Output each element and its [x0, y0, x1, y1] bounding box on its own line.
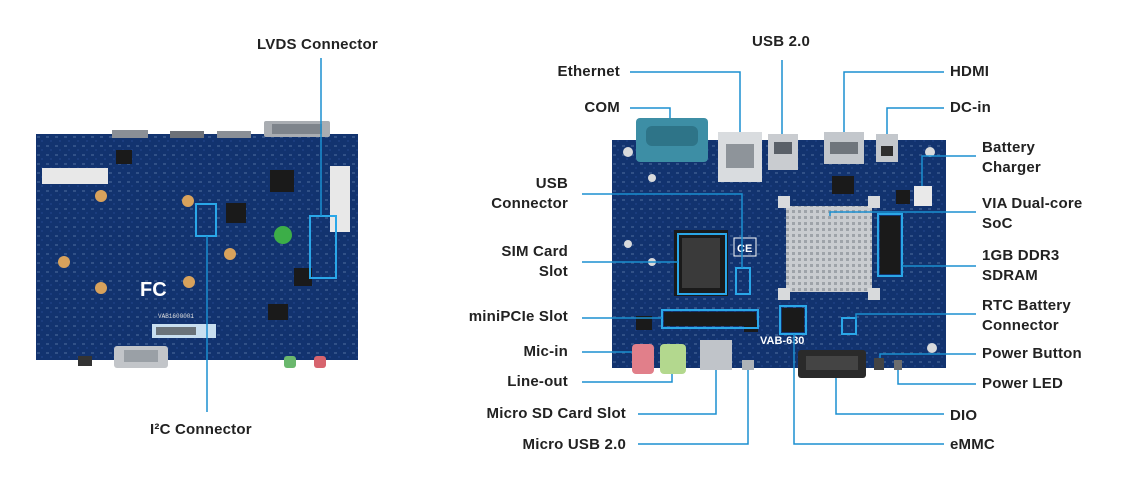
back-board [36, 121, 358, 368]
label-mic-in: Mic-in [523, 343, 568, 360]
highlight-ddr3 [877, 213, 903, 277]
back-sticker [42, 168, 108, 184]
leader-ethernet [630, 71, 741, 132]
ddr3-chips [880, 216, 900, 274]
label-ethernet: Ethernet [557, 63, 620, 80]
leader-power-button [879, 353, 976, 358]
leader-emmc [793, 334, 944, 445]
leader-dc-in [886, 107, 944, 134]
label-power-button: Power Button [982, 345, 1082, 362]
leader-com [630, 107, 671, 118]
power-led [894, 360, 902, 370]
back-top-connector-1 [112, 130, 148, 138]
label-usb-connector-2: Connector [491, 195, 568, 212]
highlight-sim [677, 233, 727, 295]
label-lvds-connector: LVDS Connector [257, 36, 378, 53]
highlight-usb-connector [735, 267, 751, 295]
leader-soc [829, 211, 976, 216]
leader-usb-connector [582, 193, 743, 268]
highlight-rtc [841, 317, 857, 335]
label-battery-charger-1: Battery [982, 139, 1036, 156]
label-ddr3-1: 1GB DDR3 [982, 247, 1060, 264]
back-chip-3 [294, 268, 312, 286]
power-button [874, 358, 884, 370]
front-model-silk: VAB-630 [760, 335, 804, 347]
highlight-minipcie [661, 309, 759, 329]
label-emmc: eMMC [950, 436, 995, 453]
label-sim-2: Slot [538, 263, 568, 280]
micro-usb-port [742, 360, 754, 370]
label-sim-1: SIM Card [501, 243, 568, 260]
back-top-connector-3 [217, 131, 251, 138]
label-usb20: USB 2.0 [752, 33, 811, 50]
label-dio: DIO [950, 407, 978, 424]
micro-sd-slot [700, 340, 732, 370]
label-micro-usb: Micro USB 2.0 [522, 436, 626, 453]
back-fcc-mark: FC [140, 279, 167, 301]
leader-power-led [897, 370, 976, 385]
back-chip-2 [270, 170, 294, 192]
leader-rtc [855, 313, 976, 320]
leader-battery-charger [921, 155, 976, 186]
label-ddr3-2: SDRAM [982, 267, 1038, 284]
back-green-sticker [274, 226, 292, 244]
label-i2c-connector: I²C Connector [150, 421, 252, 438]
label-soc-2: SoC [982, 215, 1013, 232]
back-top-connector-2 [170, 131, 204, 138]
highlight-lvds [309, 215, 337, 279]
mic-in-jack [632, 344, 654, 374]
label-micro-sd: Micro SD Card Slot [486, 405, 626, 422]
label-soc-1: VIA Dual-core [982, 195, 1083, 212]
back-bottom-code: VAB1600001 [158, 313, 194, 320]
back-side-sticker [330, 166, 350, 232]
front-ce-silk: CE [737, 243, 752, 255]
leader-line-out [582, 374, 673, 383]
heatsink [786, 206, 872, 292]
leader-dio [835, 378, 944, 415]
line-out-jack [660, 344, 686, 374]
battery-charger [914, 186, 932, 206]
leader-micro-usb [638, 370, 749, 445]
minipcie-slot [664, 312, 756, 326]
label-line-out: Line-out [507, 373, 568, 390]
emmc-chip [782, 308, 804, 332]
label-dc-in: DC-in [950, 99, 991, 116]
label-minipcie: miniPCIe Slot [468, 308, 568, 325]
leader-micro-sd [638, 370, 717, 415]
label-hdmi: HDMI [950, 63, 990, 80]
label-rtc-2: Connector [982, 317, 1059, 334]
label-power-led: Power LED [982, 375, 1063, 392]
front-board [612, 118, 946, 378]
highlight-i2c [195, 203, 217, 237]
label-com: COM [584, 99, 620, 116]
label-rtc-1: RTC Battery [982, 297, 1071, 314]
back-chip-1 [226, 203, 246, 223]
label-usb-connector-1: USB [535, 175, 568, 192]
leader-hdmi [843, 71, 944, 132]
highlight-emmc [779, 305, 807, 335]
label-battery-charger-2: Charger [982, 159, 1041, 176]
